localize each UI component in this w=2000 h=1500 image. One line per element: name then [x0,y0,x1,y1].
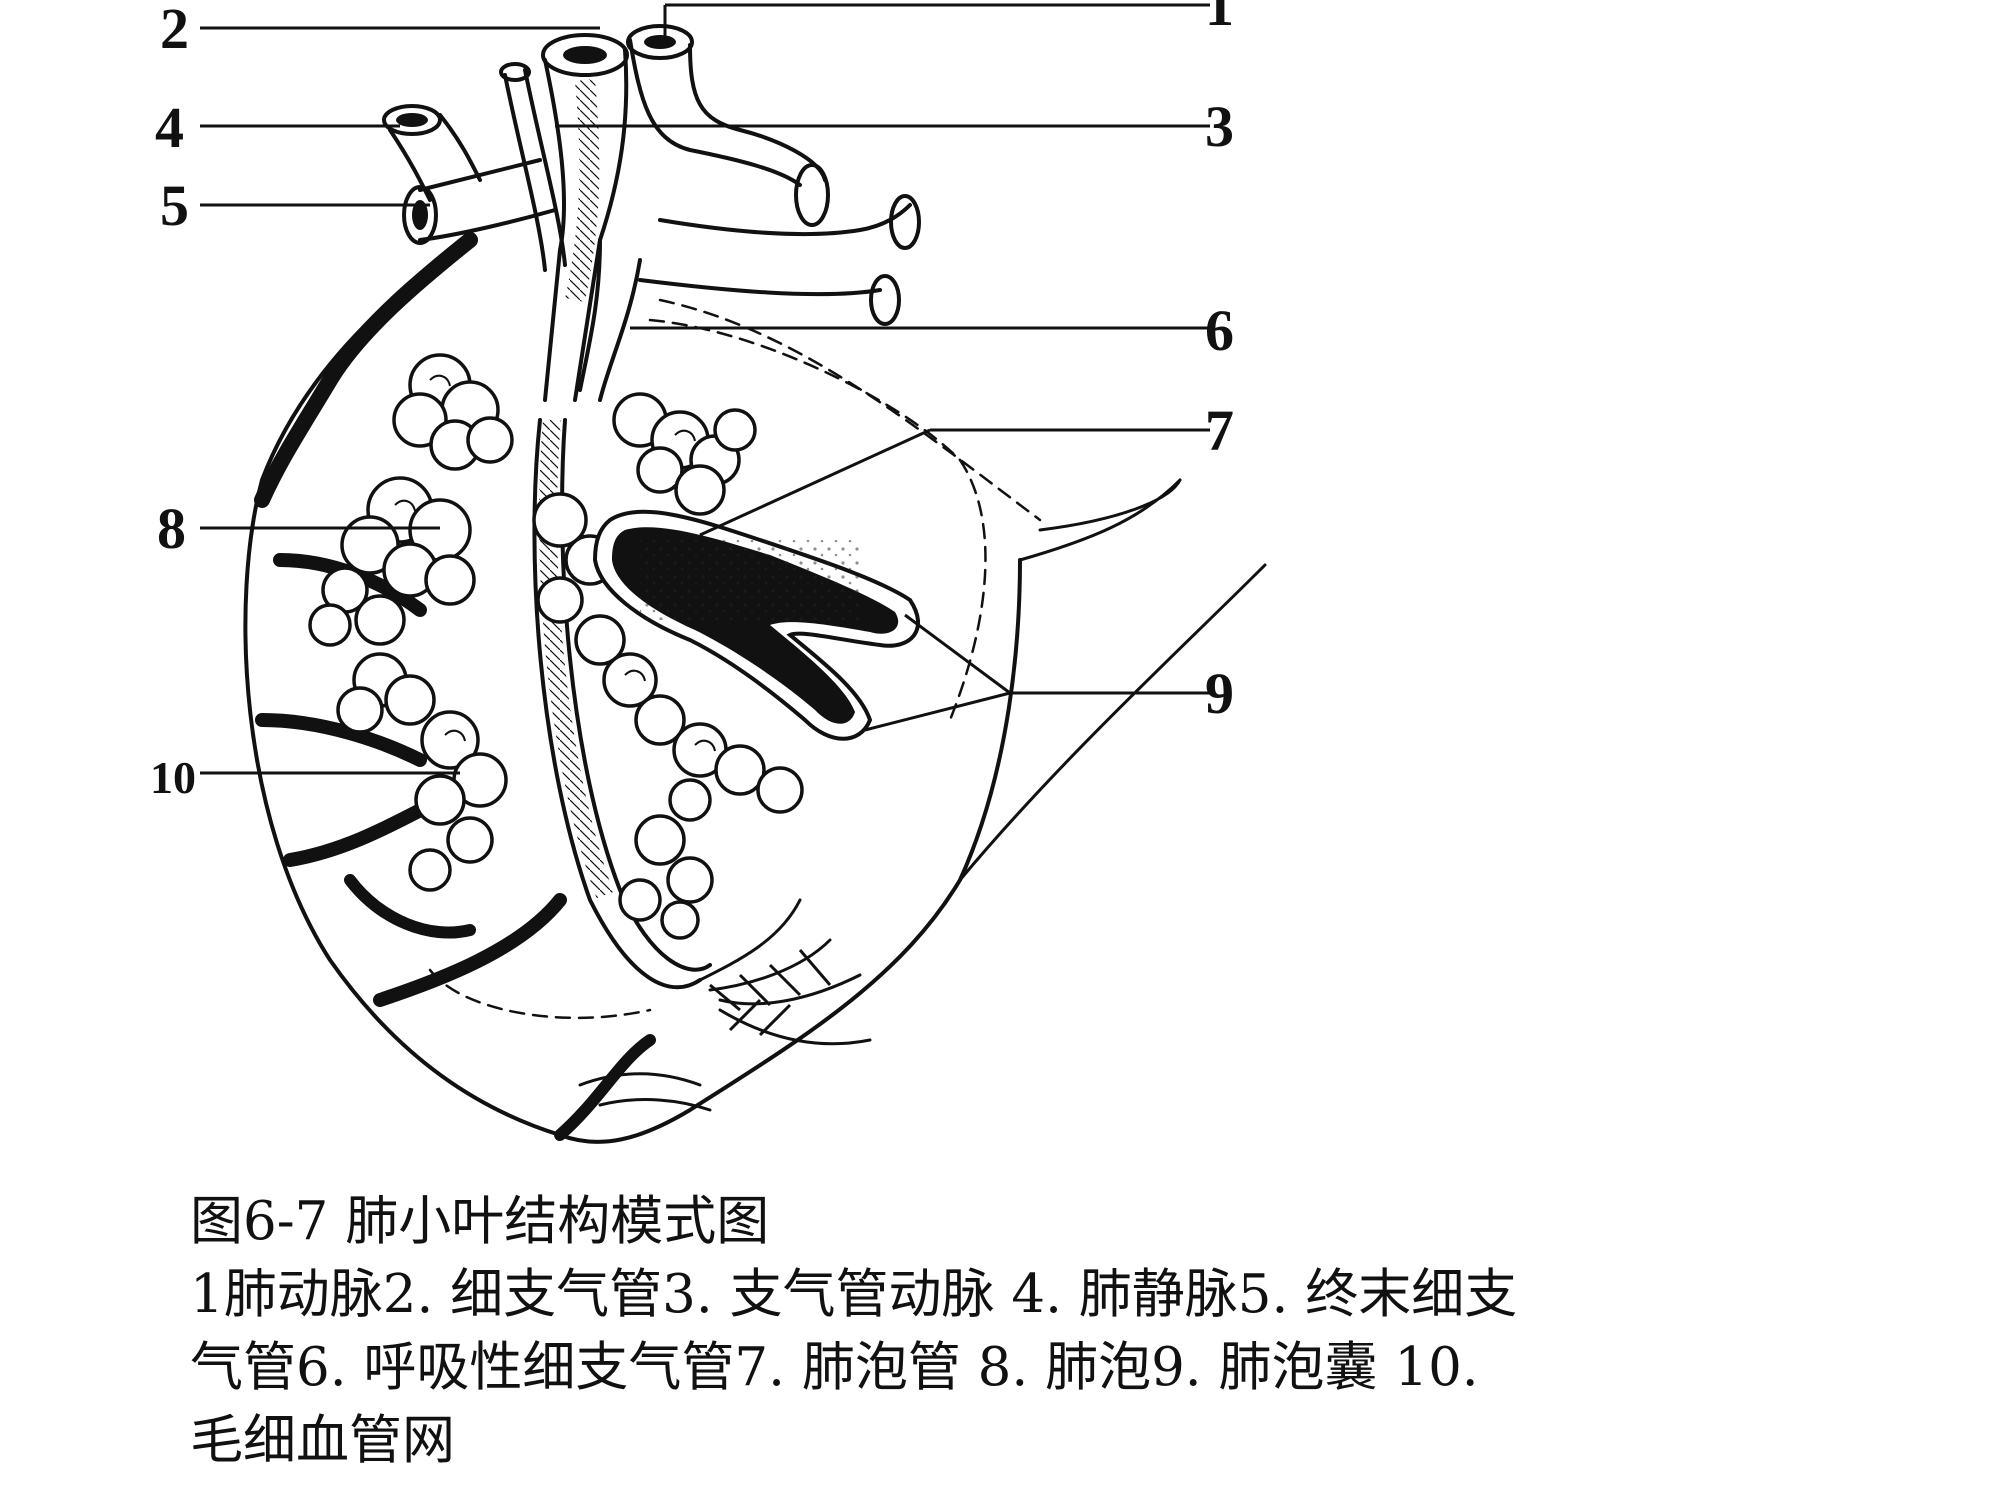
label-9: 9 [1205,661,1234,726]
label-3: 3 [1205,94,1234,159]
label-8: 8 [157,496,186,561]
label-7: 7 [1205,398,1234,463]
label-1: 1 [1205,0,1234,38]
figure-caption: 图6-7 肺小叶结构模式图 1肺动脉2. 细支气管3. 支气管动脉 4. 肺静脉… [190,1185,1790,1477]
capillary-network [578,898,872,1112]
leader-lines [200,3,1210,775]
label-4: 4 [155,95,184,160]
caption-legend-line-2: 气管6. 呼吸性细支气管7. 肺泡管 8. 肺泡9. 肺泡囊 10. [190,1337,1479,1398]
label-5: 5 [160,173,189,238]
alveolar-sacs [592,509,921,741]
caption-legend-line-1: 1肺动脉2. 细支气管3. 支气管动脉 4. 肺静脉5. 终末细支 [190,1264,1518,1325]
caption-legend-line-3: 毛细血管网 [190,1410,455,1471]
label-6: 6 [1205,298,1234,363]
label-2: 2 [160,0,189,61]
septal-network [254,232,656,1141]
label-10: 10 [150,752,196,803]
alveoli-clusters [308,353,804,940]
vessel-branches [382,24,921,990]
caption-title: 图6-7 肺小叶结构模式图 [190,1191,770,1252]
lobule-outline [243,238,1267,1144]
